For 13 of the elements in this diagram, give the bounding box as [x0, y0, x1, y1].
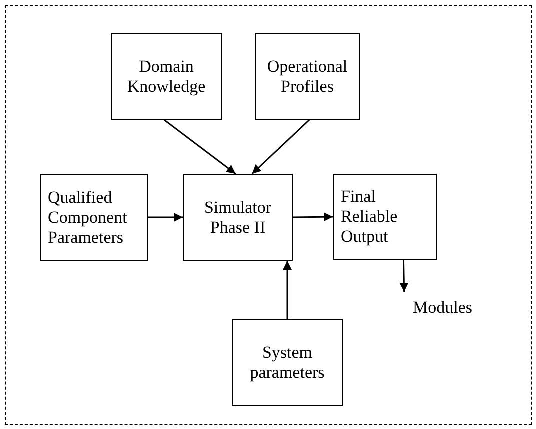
arrow: [283, 261, 292, 319]
process-box: Final Reliable Output: [333, 174, 437, 260]
process-box: Simulator Phase II: [183, 174, 293, 261]
arrow: [252, 119, 310, 175]
arrow: [148, 213, 183, 222]
arrow: [164, 119, 236, 175]
arrow: [400, 260, 409, 292]
process-box: Qualified Component Parameters: [40, 174, 148, 261]
output-label: Modules: [395, 292, 480, 324]
process-box: Operational Profiles: [255, 33, 360, 120]
process-box: System parameters: [232, 319, 343, 406]
arrow: [292, 212, 334, 222]
process-box: Domain Knowledge: [111, 33, 222, 120]
